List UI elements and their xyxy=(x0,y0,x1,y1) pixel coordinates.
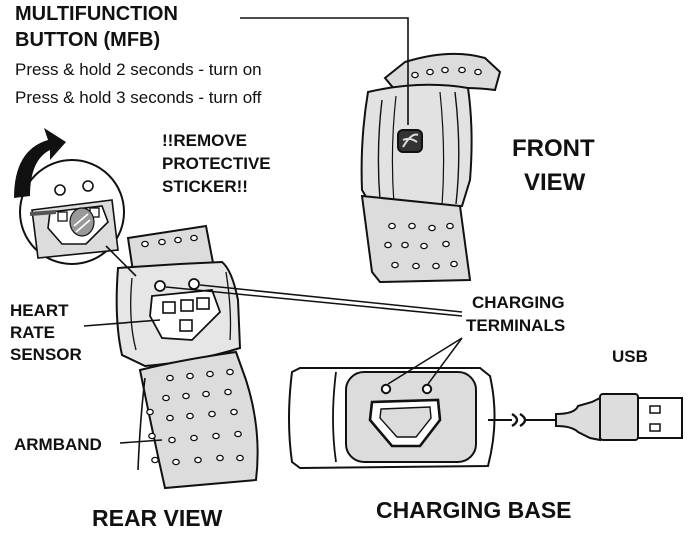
rear-view-device xyxy=(115,224,259,490)
hr-sensor-leader xyxy=(83,319,161,327)
mfb-note-off: Press & hold 3 seconds - turn off xyxy=(15,88,262,107)
front-view-line2: VIEW xyxy=(524,169,586,196)
inset-connector xyxy=(105,245,137,277)
mfb-title-line1: MULTIFUNCTION xyxy=(15,3,178,25)
sticker-line1: !!REMOVE xyxy=(162,131,247,150)
front-view-device xyxy=(360,52,502,284)
mfb-leader-line xyxy=(240,17,409,125)
rear-sensor-squares xyxy=(162,297,210,332)
armband-label: ARMBAND xyxy=(14,435,102,454)
sticker-inset xyxy=(19,159,125,265)
usb-label: USB xyxy=(612,347,648,366)
armband-leader xyxy=(119,439,163,444)
charging-terminals-line1: CHARGING xyxy=(472,293,565,312)
charging-base-caption: CHARGING BASE xyxy=(376,497,572,523)
front-view-line1: FRONT xyxy=(512,135,595,162)
mfb-title-line2: BUTTON (MFB) xyxy=(15,29,161,51)
usb-cable xyxy=(488,393,683,442)
charging-base-device xyxy=(288,367,496,470)
peel-arrow xyxy=(14,128,66,198)
mfb-note-on: Press & hold 2 seconds - turn on xyxy=(15,60,262,79)
sticker-line3: STICKER!! xyxy=(162,177,248,196)
hr-sensor-line1: HEART xyxy=(10,301,69,320)
charging-terminal-leaders xyxy=(165,284,463,385)
charging-terminals-line2: TERMINALS xyxy=(466,316,566,335)
hr-sensor-line3: SENSOR xyxy=(10,345,82,364)
sticker-line2: PROTECTIVE xyxy=(162,154,271,173)
rear-view-caption: REAR VIEW xyxy=(92,505,223,531)
hr-sensor-line2: RATE xyxy=(10,323,56,342)
